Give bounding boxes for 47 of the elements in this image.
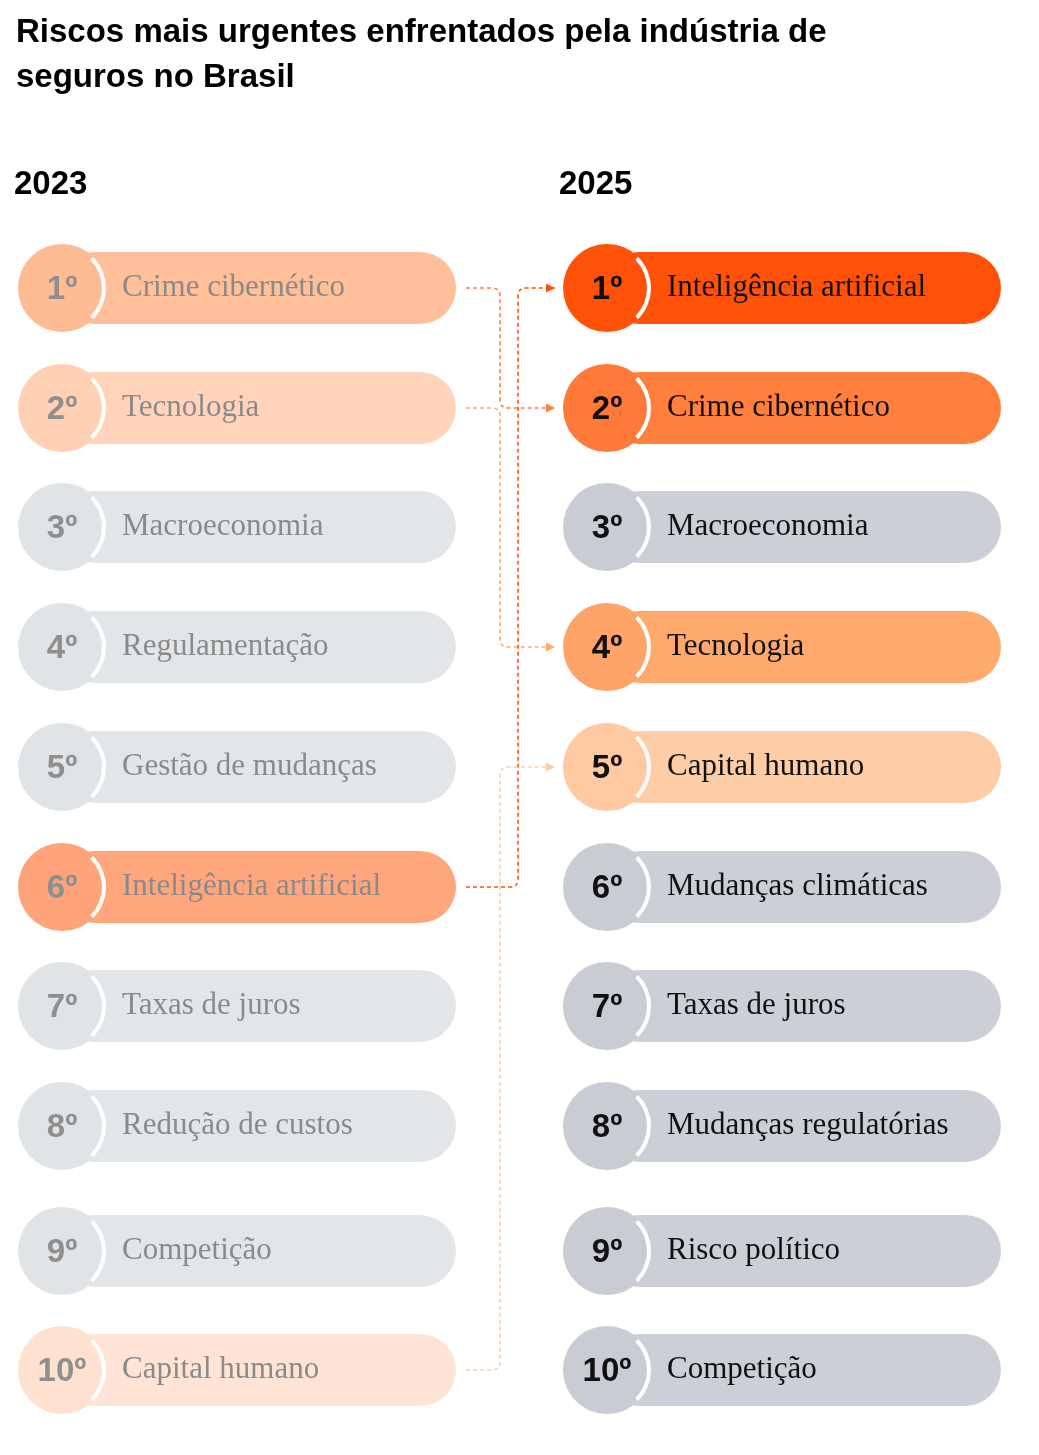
chart-title: Riscos mais urgentes enfrentados pela indústria de seguros no Brasil xyxy=(16,11,828,96)
rank-badge: 3º xyxy=(563,483,651,571)
rank-badge: 7º xyxy=(18,962,106,1050)
risk-label: Inteligência artificial xyxy=(122,866,382,904)
rank-badge: 9º xyxy=(18,1207,106,1295)
risk-label: Regulamentação xyxy=(122,626,329,664)
connector-arrow xyxy=(465,283,556,888)
rank-badge: 5º xyxy=(563,723,651,811)
rank-badge: 10º xyxy=(563,1326,651,1414)
risk-label: Taxas de juros xyxy=(667,985,846,1023)
risk-label: Gestão de mudanças xyxy=(122,746,377,784)
risk-label: Capital humano xyxy=(667,746,865,784)
rank-badge: 9º xyxy=(563,1207,651,1295)
risk-label: Competição xyxy=(667,1349,817,1387)
column-heading: 2025 xyxy=(559,164,633,202)
rank-badge: 2º xyxy=(18,364,106,452)
connector-arrow xyxy=(465,407,556,652)
risk-label: Competição xyxy=(122,1230,272,1268)
rank-badge: 6º xyxy=(563,843,651,931)
rank-badge: 5º xyxy=(18,723,106,811)
risk-label: Crime cibernético xyxy=(122,267,345,305)
risk-label: Redução de custos xyxy=(122,1105,353,1143)
connector-arrow xyxy=(465,762,556,1371)
rank-badge: 10º xyxy=(18,1326,106,1414)
rank-badge: 4º xyxy=(563,603,651,691)
rank-badge: 1º xyxy=(18,244,106,332)
connector-arrow xyxy=(465,287,556,413)
risk-label: Inteligência artificial xyxy=(667,267,927,305)
rank-badge: 3º xyxy=(18,483,106,571)
rank-badge: 2º xyxy=(563,364,651,452)
risk-label: Mudanças regulatórias xyxy=(667,1105,949,1143)
risk-label: Tecnologia xyxy=(122,387,260,425)
risk-label: Taxas de juros xyxy=(122,985,301,1023)
rank-badge: 8º xyxy=(18,1082,106,1170)
risk-label: Capital humano xyxy=(122,1349,320,1387)
risk-label: Tecnologia xyxy=(667,626,805,664)
risk-label: Macroeconomia xyxy=(667,506,869,544)
rank-badge: 7º xyxy=(563,962,651,1050)
risk-label: Mudanças climáticas xyxy=(667,866,928,904)
rank-badge: 6º xyxy=(18,843,106,931)
rank-badge: 1º xyxy=(563,244,651,332)
risk-label: Crime cibernético xyxy=(667,387,890,425)
risk-label: Risco político xyxy=(667,1230,841,1268)
rank-badge: 8º xyxy=(563,1082,651,1170)
risk-label: Macroeconomia xyxy=(122,506,324,544)
column-heading: 2023 xyxy=(14,164,88,202)
rank-badge: 4º xyxy=(18,603,106,691)
